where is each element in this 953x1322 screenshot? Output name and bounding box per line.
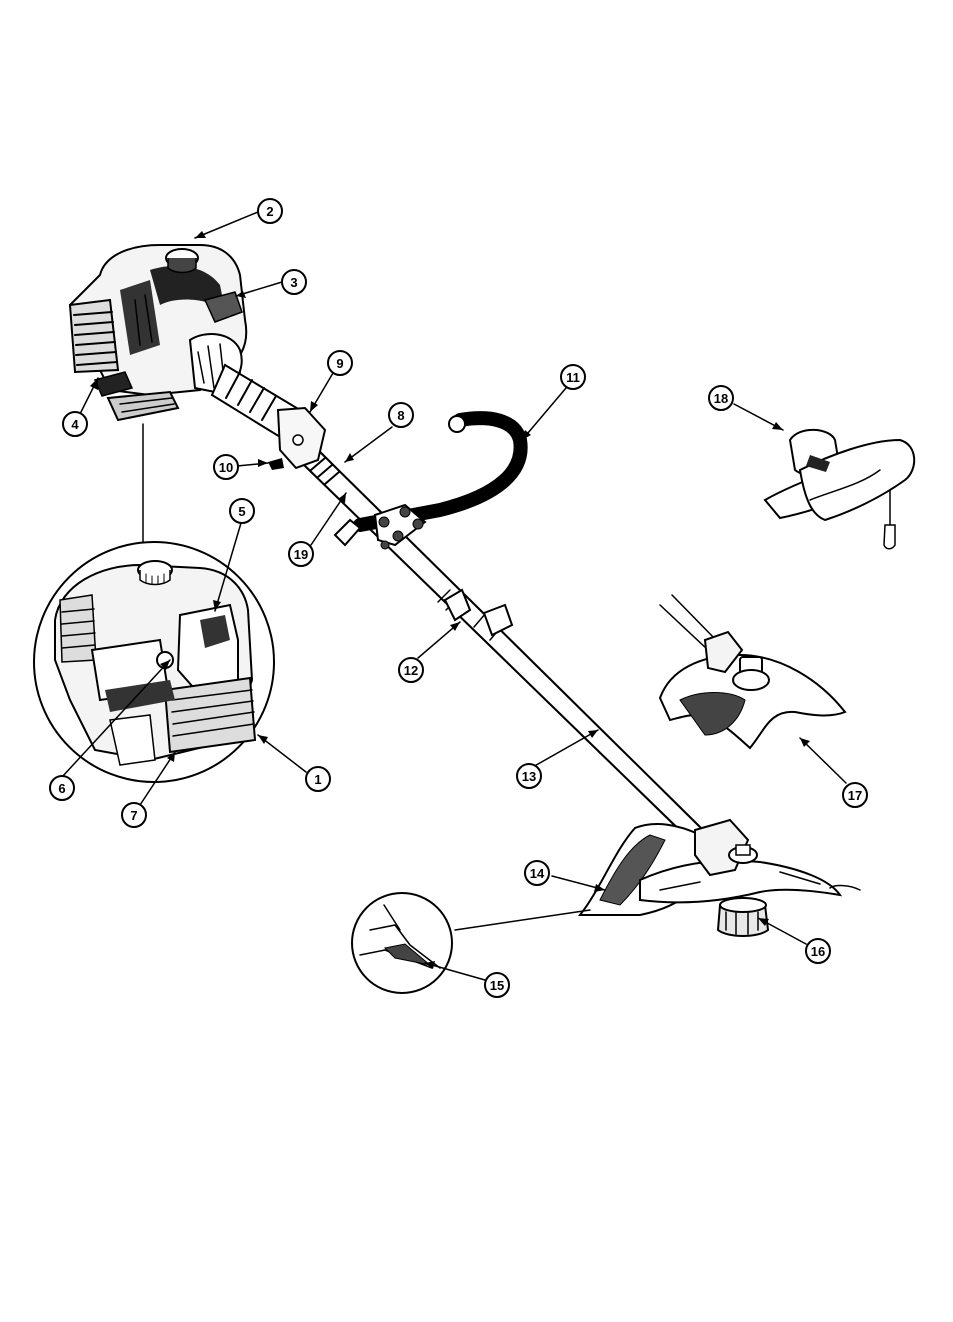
callout-14-label: 14 bbox=[530, 866, 545, 881]
callout-13: 13 bbox=[517, 764, 541, 788]
callout-15: 15 bbox=[485, 973, 509, 997]
shoulder-harness bbox=[765, 430, 914, 549]
callout-3: 3 bbox=[282, 270, 306, 294]
callout-17: 17 bbox=[843, 783, 867, 807]
callout-14: 14 bbox=[525, 861, 549, 885]
callout-2: 2 bbox=[258, 199, 282, 223]
callout-9-label: 9 bbox=[336, 356, 343, 371]
callout-9: 9 bbox=[328, 351, 352, 375]
callout-1-label: 1 bbox=[314, 772, 321, 787]
callout-18: 18 bbox=[709, 386, 733, 410]
callout-17-label: 17 bbox=[848, 788, 862, 803]
callout-7: 7 bbox=[122, 803, 146, 827]
callout-8: 8 bbox=[389, 403, 413, 427]
guard-blade-detail-inset bbox=[352, 893, 590, 993]
callout-16: 16 bbox=[806, 939, 830, 963]
callout-2-label: 2 bbox=[266, 204, 273, 219]
callout-13-label: 13 bbox=[522, 769, 536, 784]
callout-12-label: 12 bbox=[404, 663, 418, 678]
callout-7-label: 7 bbox=[130, 808, 137, 823]
callout-3-label: 3 bbox=[290, 275, 297, 290]
engine-detail-inset bbox=[34, 424, 274, 782]
callout-4-label: 4 bbox=[71, 417, 79, 432]
cutting-head-assembly bbox=[580, 820, 860, 936]
callout-10: 10 bbox=[214, 455, 238, 479]
callout-19: 19 bbox=[289, 542, 313, 566]
callout-12: 12 bbox=[399, 658, 423, 682]
callout-11: 11 bbox=[561, 365, 585, 389]
callout-16-label: 16 bbox=[811, 944, 825, 959]
callout-5-label: 5 bbox=[238, 504, 245, 519]
loop-handle bbox=[335, 416, 521, 549]
callout-4: 4 bbox=[63, 412, 87, 436]
callout-5: 5 bbox=[230, 499, 254, 523]
callout-15-label: 15 bbox=[490, 978, 504, 993]
trimmer-guard-variant bbox=[660, 595, 845, 748]
callout-11-label: 11 bbox=[566, 370, 580, 385]
callout-18-label: 18 bbox=[714, 391, 728, 406]
drive-shaft bbox=[302, 450, 705, 845]
callout-8-label: 8 bbox=[397, 408, 404, 423]
callout-10-label: 10 bbox=[219, 460, 233, 475]
callout-6: 6 bbox=[50, 776, 74, 800]
callout-6-label: 6 bbox=[58, 781, 65, 796]
callout-19-label: 19 bbox=[294, 547, 308, 562]
callout-1: 1 bbox=[306, 767, 330, 791]
